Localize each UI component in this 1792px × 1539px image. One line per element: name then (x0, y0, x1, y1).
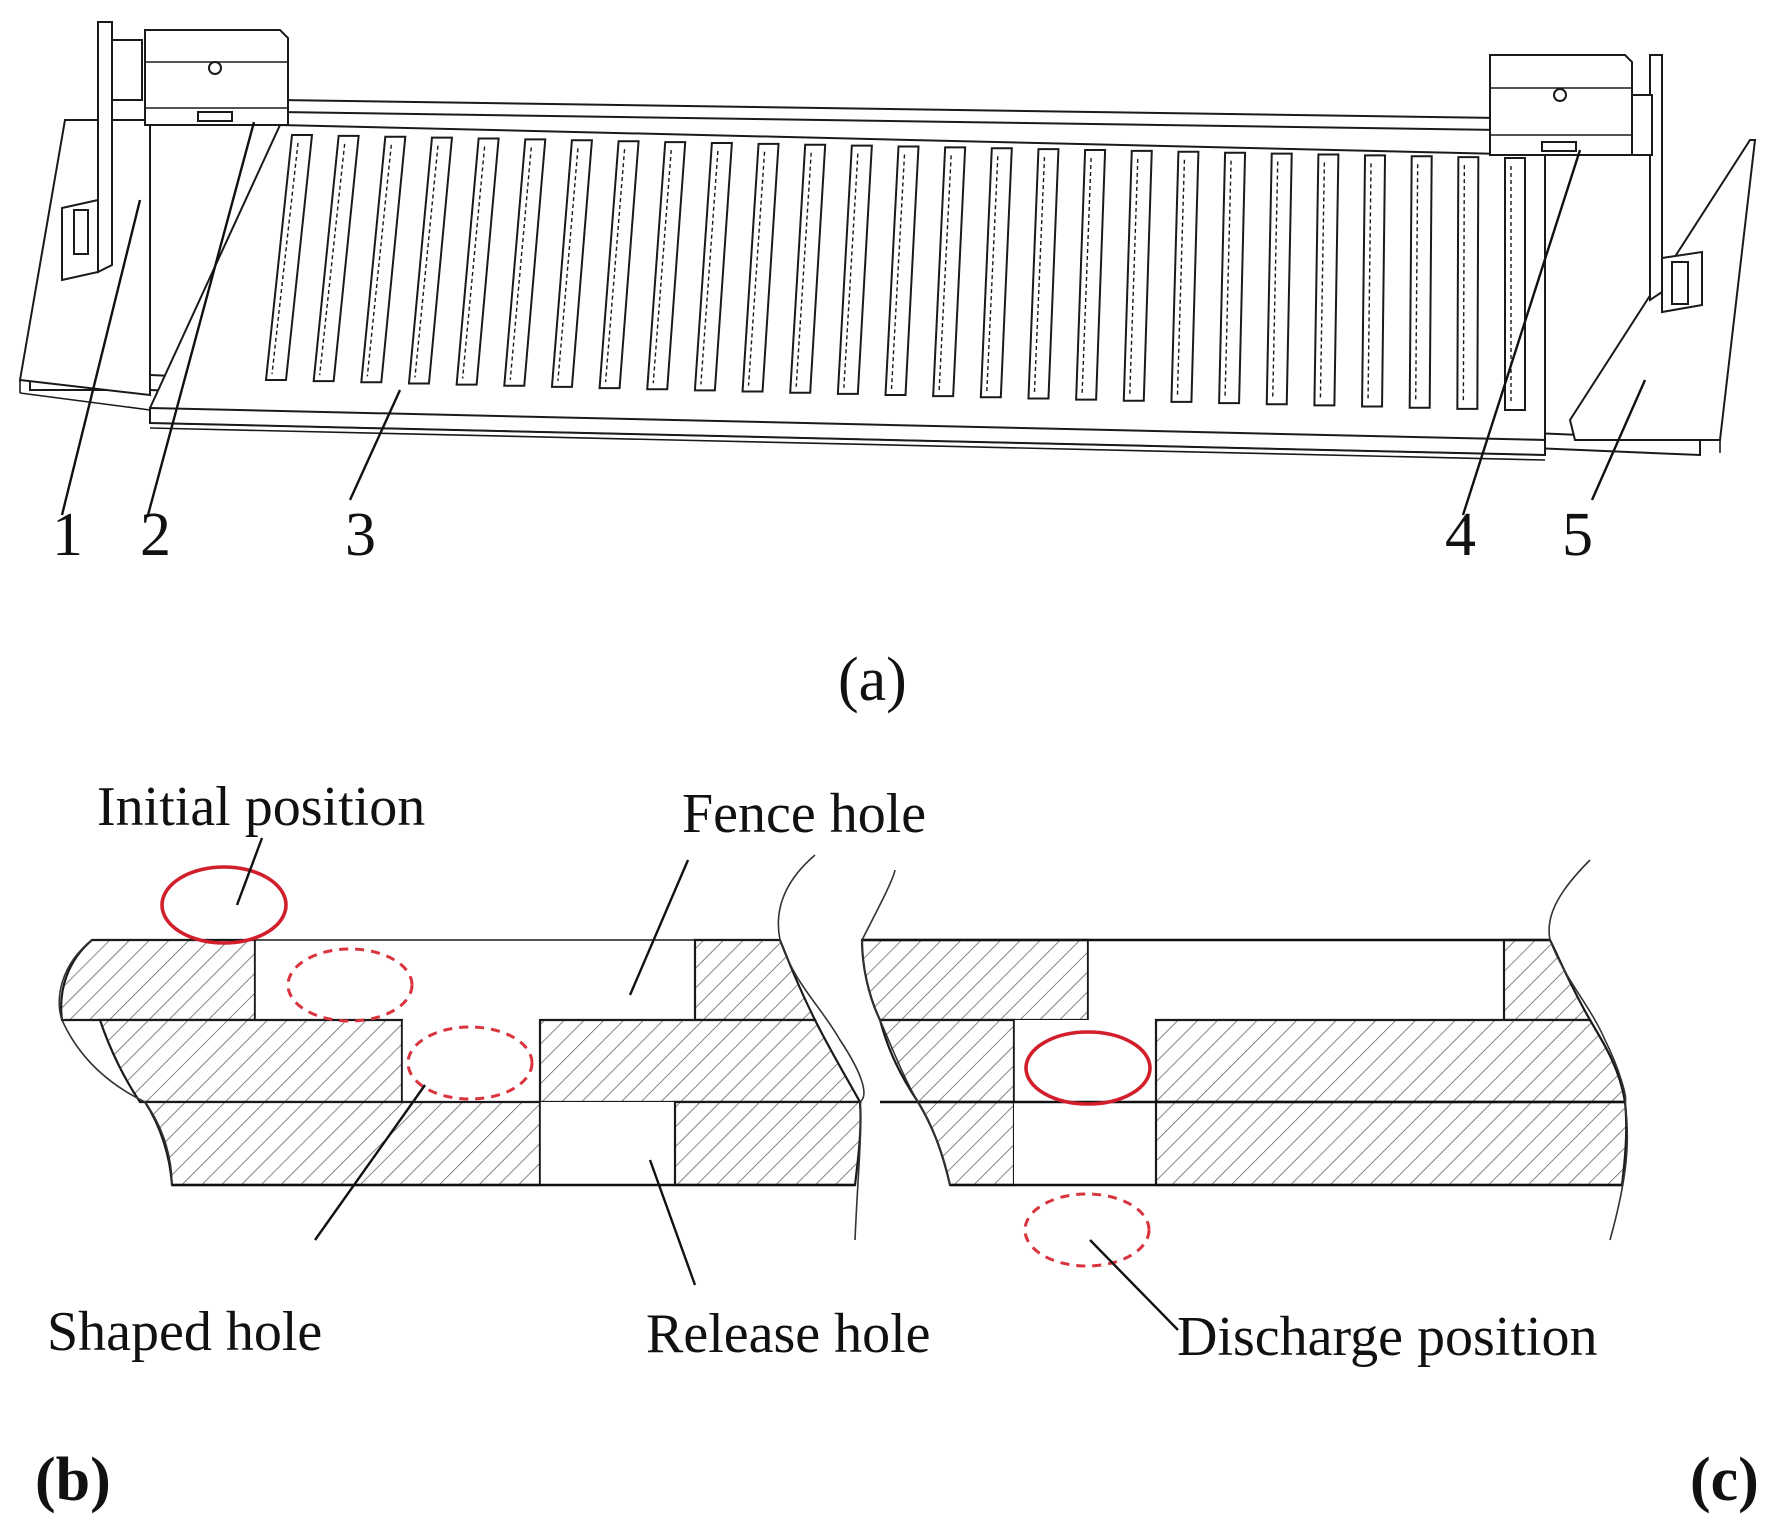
top-rail (279, 98, 1501, 132)
part-number-5: 5 (1562, 501, 1593, 569)
fence-plate-right (693, 938, 817, 1022)
slot-seed-line (1367, 163, 1372, 401)
slot-seed-line (1414, 164, 1419, 402)
seed-discharge-marker (1023, 1192, 1151, 1268)
part-number-1: 1 (52, 501, 83, 569)
seed-shaped-marker (406, 1025, 534, 1101)
slot (646, 141, 687, 391)
leader-5 (1590, 379, 1647, 501)
slot (1122, 149, 1153, 402)
cylinder-4 (1489, 54, 1633, 156)
slot-seed-line (1129, 158, 1139, 395)
slot-seed-line (366, 144, 393, 377)
callout-release-hole: Release hole (646, 1303, 931, 1365)
left-bracket (61, 21, 143, 282)
slot-group (264, 134, 1526, 411)
slot-seed-line (986, 156, 999, 392)
slot (1218, 151, 1247, 405)
shaped-plate-right (538, 1018, 862, 1104)
panel-label-a: (a) (838, 646, 907, 714)
fence-plate-left (60, 938, 257, 1022)
slot (1027, 148, 1060, 400)
slot-seed-line (1462, 165, 1466, 403)
panel-label-c: (c) (1690, 1446, 1759, 1514)
slot (598, 140, 640, 390)
slot-seed-line (557, 148, 579, 381)
slot-seed-line (271, 142, 299, 375)
slot (360, 135, 407, 384)
shaped-plate-left (98, 1018, 404, 1104)
part-number-3: 3 (345, 501, 376, 569)
panel-label-b: (b) (35, 1446, 111, 1514)
slot (789, 143, 827, 394)
slot (836, 144, 873, 395)
leader-3 (348, 389, 402, 501)
slot-seed-line (604, 149, 626, 383)
slot (1313, 153, 1340, 407)
slot-seed-line (1176, 159, 1186, 396)
right-bracket (1627, 54, 1703, 314)
leader-1 (60, 199, 142, 516)
section-b: Initial position Fence hole Shaped hole … (35, 776, 931, 1514)
slot (693, 141, 733, 392)
callout-shaped-hole: Shaped hole (47, 1301, 322, 1363)
slot-seed-line (1224, 160, 1232, 398)
slot-seed-line (1319, 162, 1326, 400)
leader-4 (1461, 149, 1582, 516)
slot-seed-line (461, 146, 486, 379)
callout-fence-hole: Fence hole (682, 783, 926, 845)
slot-seed-line (1272, 161, 1279, 399)
part-number-4: 4 (1445, 501, 1476, 569)
slot-seed-line (652, 150, 672, 384)
release-plate-left (142, 1100, 542, 1187)
callout-discharge-position: Discharge position (1177, 1306, 1597, 1368)
fence-plate-c-right (1502, 938, 1592, 1022)
slot (884, 145, 920, 396)
section-c: Discharge position (c) (860, 859, 1759, 1514)
slot (550, 139, 594, 388)
slot-seed-line (1081, 158, 1092, 394)
fence-plate-c-left (860, 938, 1090, 1022)
part-number-2: 2 (140, 501, 171, 569)
slot (407, 136, 454, 385)
slot (264, 134, 314, 381)
slot-seed-line (1033, 157, 1046, 393)
slot (1361, 154, 1387, 408)
slot-seed-line (509, 147, 532, 380)
leader-2 (146, 121, 256, 516)
callout-initial-position: Initial position (97, 776, 425, 838)
release-plate-c-left (916, 1100, 1016, 1187)
shaped-plate-c-left (878, 1018, 1016, 1104)
slot (1456, 156, 1480, 410)
release-plate-c-right (1154, 1100, 1628, 1187)
seed-fence-marker (286, 947, 414, 1023)
slot (1408, 155, 1433, 409)
release-plate-right (673, 1100, 862, 1187)
shaped-plate-c-right (1154, 1018, 1627, 1104)
slot-seed-line (414, 145, 439, 378)
slot (979, 147, 1013, 399)
slot-seed-line (318, 143, 346, 376)
slot (1170, 150, 1200, 403)
slot (1504, 157, 1526, 411)
assembly-view: 1 2 3 4 5 (a) (18, 21, 1757, 714)
cylinder-2 (144, 29, 289, 126)
seed-shaped-c-marker (1024, 1030, 1152, 1106)
slot (1265, 152, 1293, 406)
slot (503, 138, 547, 387)
slot (932, 146, 967, 398)
slot (1075, 149, 1107, 401)
slot (455, 137, 500, 386)
seed-initial-marker (160, 865, 288, 945)
slot (741, 142, 780, 393)
slot (312, 134, 360, 383)
